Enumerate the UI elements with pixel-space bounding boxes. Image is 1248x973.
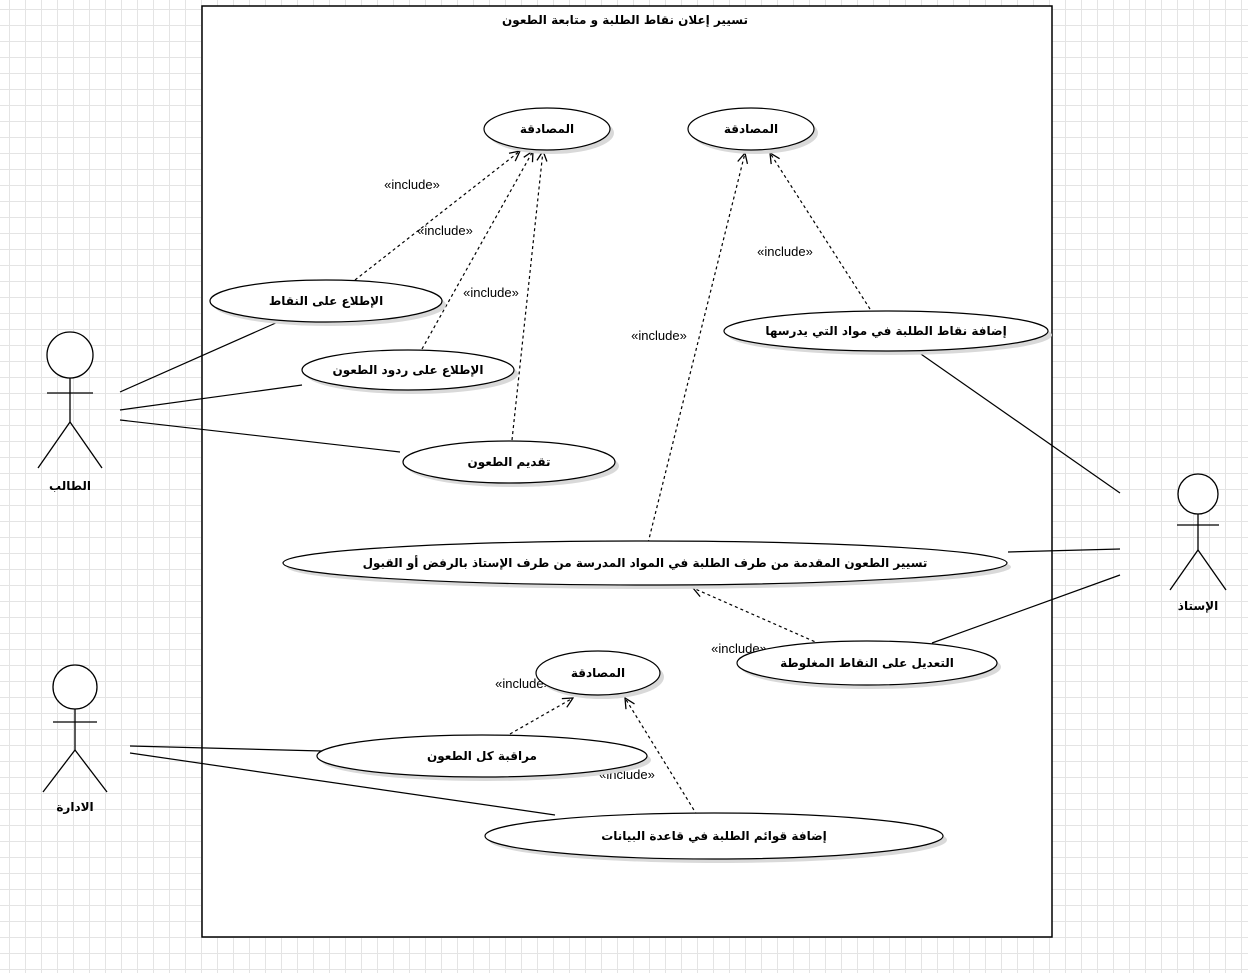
include-label: «include» (463, 285, 519, 300)
actor-label: الإستاذ (1178, 599, 1218, 613)
include-arrow-add-grades (770, 153, 871, 310)
assoc-student-view-replies (119, 384, 303, 411)
assoc-teacher-manage-appeals (1007, 548, 1121, 553)
use-case-authentication[interactable]: المصادقة (535, 650, 664, 699)
include-arrow-monitor (509, 698, 573, 735)
system-boundary (201, 5, 1053, 938)
include-arrow-fix-grades (693, 588, 821, 645)
use-case-add-student-lists[interactable]: إضافة قوائم الطلبة في قاعدة البيانات (484, 812, 947, 863)
include-arrow-manage-appeals (647, 153, 745, 544)
assoc-admin-monitor (129, 745, 323, 752)
use-case-label: إضافة قوائم الطلبة في قاعدة البيانات (601, 829, 827, 844)
include-arrow-submit-appeal (511, 151, 543, 441)
assoc-admin-add-lists (129, 752, 556, 816)
include-arrow-view-replies (421, 151, 533, 350)
assoc-student-submit-appeal (119, 419, 401, 453)
actor-administration[interactable]: الادارة (42, 664, 108, 814)
use-case-authentication[interactable]: المصادقة (483, 107, 614, 154)
use-case-label: المصادقة (571, 666, 625, 680)
use-case-add-student-grades[interactable]: إضافة نقاط الطلبة في مواد التي يدرسها (723, 310, 1052, 355)
use-case-label: المصادقة (724, 122, 778, 136)
include-label: «include» (384, 177, 440, 192)
system-title: تسيير إعلان نقاط الطلبة و متابعة الطعون (502, 13, 748, 28)
include-label: «include» (757, 244, 813, 259)
use-case-fix-wrong-grades[interactable]: التعديل على النقاط المغلوطة (736, 640, 1001, 689)
use-case-label: تقديم الطعون (467, 455, 550, 470)
use-case-authentication[interactable]: المصادقة (687, 107, 818, 154)
actor-teacher[interactable]: الإستاذ (1169, 473, 1227, 613)
use-case-monitor-appeals[interactable]: مراقبة كل الطعون (316, 734, 651, 781)
actor-label: الطالب (49, 479, 91, 493)
include-arrow-view-grades (354, 151, 520, 281)
include-label: «include» (631, 328, 687, 343)
use-case-label: الإطلاع على النقاط (269, 294, 383, 308)
actor-student[interactable]: الطالب (37, 331, 103, 493)
use-case-label: المصادقة (520, 122, 574, 136)
assoc-teacher-add-grades (917, 351, 1121, 494)
use-case-view-grades[interactable]: الإطلاع على النقاط (209, 279, 446, 326)
include-label: «include» (417, 223, 473, 238)
include-label: «include» (495, 676, 551, 691)
use-case-label: تسيير الطعون المقدمة من طرف الطلبة في ال… (363, 555, 928, 571)
actor-label: الادارة (56, 800, 93, 814)
use-case-label: مراقبة كل الطعون (427, 749, 537, 764)
include-arrow-add-lists (625, 698, 698, 816)
use-case-label: التعديل على النقاط المغلوطة (780, 656, 954, 671)
assoc-teacher-fix-grades (931, 574, 1121, 644)
use-case-view-appeal-replies[interactable]: الإطلاع على ردود الطعون (301, 349, 518, 394)
use-case-submit-appeal[interactable]: تقديم الطعون (402, 440, 619, 487)
use-case-label: إضافة نقاط الطلبة في مواد التي يدرسها (765, 324, 1006, 339)
use-case-label: الإطلاع على ردود الطعون (333, 363, 484, 378)
assoc-student-view-grades (119, 321, 279, 393)
use-case-manage-appeals[interactable]: تسيير الطعون المقدمة من طرف الطلبة في ال… (282, 540, 1011, 589)
